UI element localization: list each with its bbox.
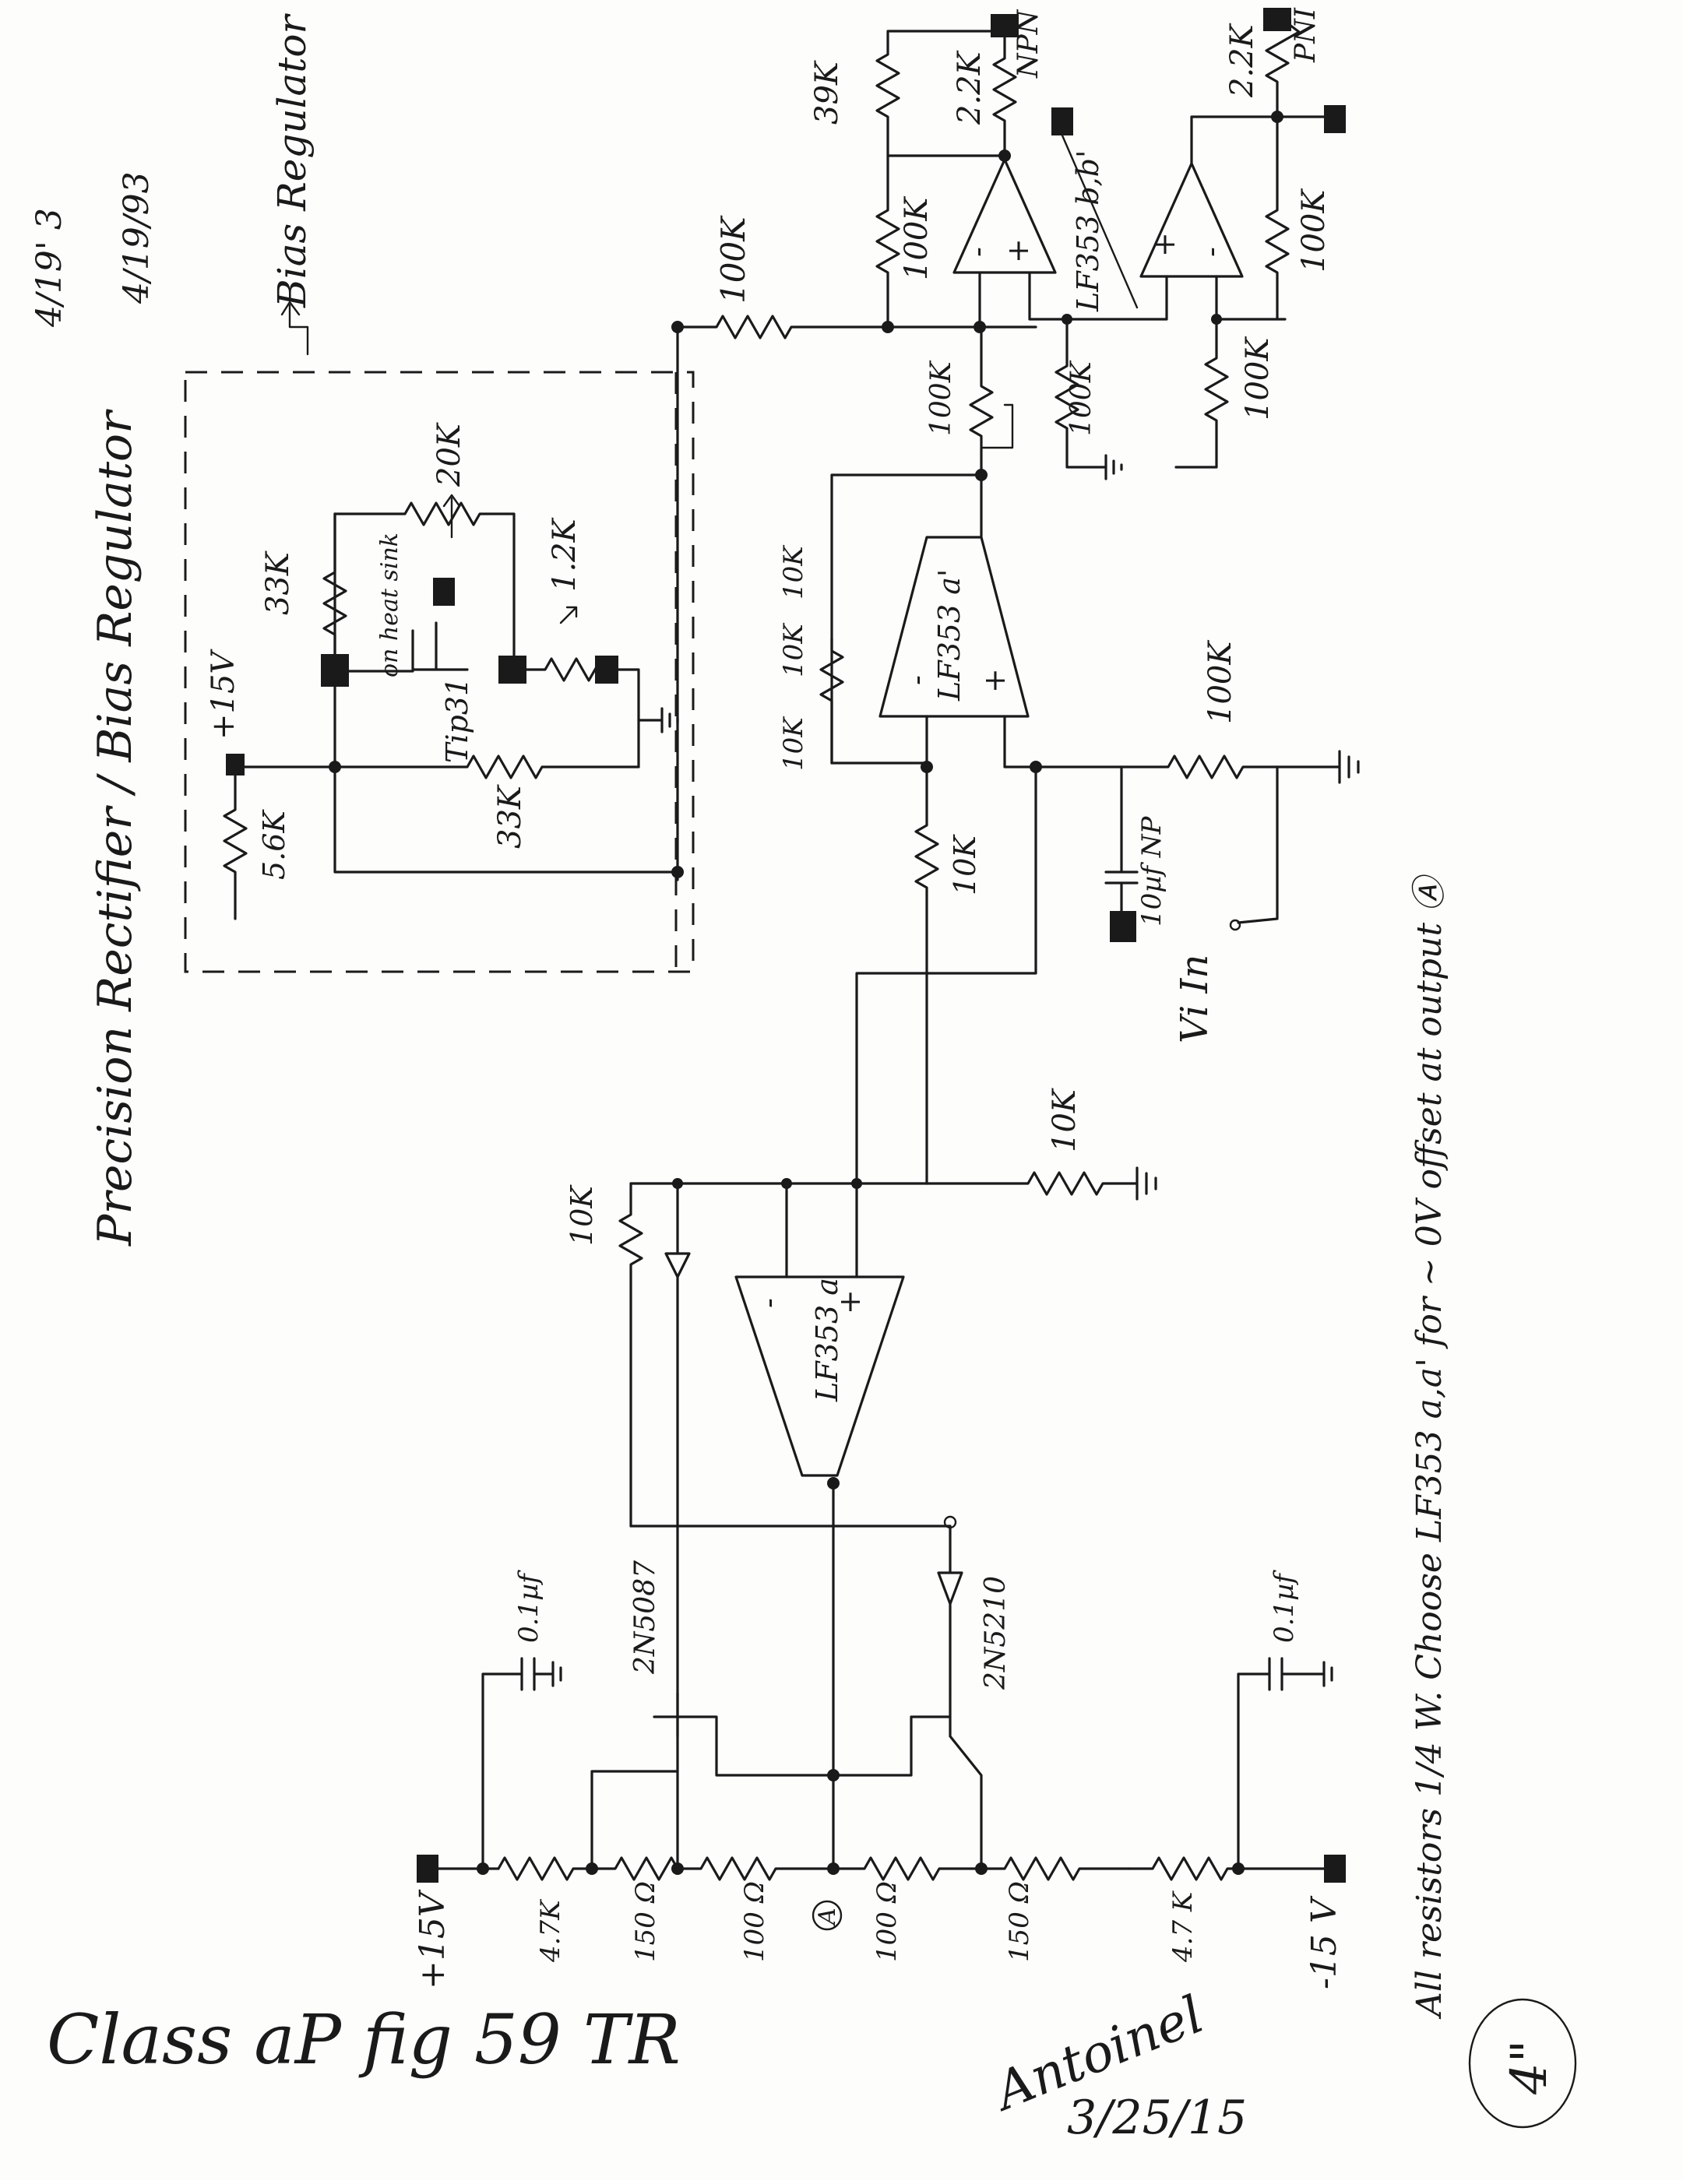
r-100-bot-label: 100 Ω [871,1881,903,1962]
r-150-top-label: 150 Ω [630,1881,661,1962]
r-10k-mid-label: 10K [1047,1088,1083,1152]
page-size-label: 4" [1501,2040,1558,2095]
neg-rail-label: -15 V [1305,1895,1344,1989]
bias-right-terminal[interactable] [595,656,618,684]
opamp-b-prime-plus: + [1147,232,1181,257]
pni-terminal[interactable] [1263,8,1291,31]
r-100k-gnd-a-label: 100K [1065,360,1097,436]
figure-caption: Class aP fig 59 TR [47,1999,681,2080]
npn-label: NPN [1012,9,1044,79]
opamp-a-prime-minus: - [900,675,934,685]
output-rail: 2N5087 2N5210 +15V -15 V 4.7K 150 Ω 100 … [413,1482,1346,1989]
neg-rail-terminal[interactable] [1324,1855,1346,1883]
tip31-label: Tip31 [440,677,474,763]
r-10k-rect-label: 10K [565,1184,599,1246]
opamp-a-triangle [734,1275,905,1477]
r-10k-a-label: 10K [778,622,809,677]
r-10k-b-label: 10K [778,544,809,600]
r-100k-bias-label: 100K [714,215,752,304]
bias-regulator-circuit: +15V 5.6K 33K 20K on heat sink Tip31 1.2… [206,422,684,920]
q-2n5087-label: 2N5087 [629,1560,661,1675]
bias-15v-label: +15V [206,649,241,740]
date-note-second: 4/19/93 [117,171,157,304]
r-33k-b-label: 33K [492,784,528,849]
r-100k-fb-top-label: 100K [899,196,935,280]
pos-rail-terminal[interactable] [417,1855,438,1883]
page-size-circle [1468,1998,1577,2129]
opamp-a-minus: - [752,1298,786,1308]
q-2n5210-label: 2N5210 [980,1576,1012,1690]
output-driver-stage: 100K 100K 39K 2.2K NPN - + LF353 b,b' + … [671,7,1346,881]
r-100k-fb-right-label: 100K [1296,188,1332,273]
npn-terminal[interactable] [991,14,1019,37]
r-100k-in-label: 100K [1202,640,1238,724]
bias-regulator-box [184,371,695,973]
heat-sink-note: on heat sink [376,533,403,677]
opamp-b-prime-triangle [1139,162,1244,278]
r-100k-pot-label: 100K [925,360,957,436]
input-label: Vi In [1173,955,1216,1043]
pni-out-terminal[interactable] [1324,105,1346,133]
callout-arrow [280,301,309,356]
block-title: Precision Rectifier / Bias Regulator [88,409,143,1247]
output-a-label: A [814,1908,841,1927]
bias-regulator-callout: Bias Regulator [269,12,315,308]
date-note-top: 4/19' 3 [30,208,69,328]
opamp-b-plus: + [1001,238,1035,263]
pni-label: PNI [1290,7,1322,63]
r-33k-a-label: 33K [260,550,296,615]
r-2k2-npn-label: 2.2K [952,50,988,125]
opamp-b-minus: - [960,247,995,257]
opamp-a-prime-label: LF353 a' [932,569,966,702]
r-100k-gnd-b-label: 100K [1240,336,1276,420]
r-5k6-label: 5.6K [257,809,291,880]
opamp-b-prime-minus: - [1194,247,1228,257]
c-bot-label: 0.1µf [1269,1570,1300,1643]
opamp-a-label: LF353 a [810,1278,844,1402]
r-4k7-bot-label: 4.7 K [1167,1890,1199,1963]
r-39k-label: 39K [809,60,845,125]
r-10k-in-label: 10K [948,834,982,895]
r-100-top-label: 100 Ω [739,1881,770,1962]
input-terminal[interactable] [1110,911,1136,942]
tip31-heatsink-terminal[interactable] [433,578,455,606]
r-10k-c-label: 10K [778,716,809,771]
output-a-marker [812,1900,843,1931]
r-1k2-label: 1.2K [547,517,583,592]
pos-rail-label: +15V [413,1889,452,1989]
c-top-label: 0.1µf [513,1570,544,1643]
opamp-a-prime-plus: + [977,668,1012,693]
middle-opamp-stage: LF353 a' - + 100K 10K 10K 10K 10K 100K 1… [778,325,1360,1185]
opamp-b-terminal[interactable] [1051,107,1073,135]
r-20k-label: 20K [431,422,467,487]
tip31-collector-terminal[interactable] [321,654,349,687]
r-4k7-top-label: 4.7K [535,1898,566,1963]
footnote: All resistors 1/4 W. Choose LF353 a,a' f… [1410,873,1449,2020]
signature-date: 3/25/15 [1067,2091,1247,2145]
c-in-label: 10µf NP [1136,815,1167,927]
opamp-b-triangle [952,158,1057,274]
r-2k2-pni-label: 2.2K [1224,23,1260,98]
bias-15v-terminal[interactable] [226,754,245,775]
opamp-a-plus: + [833,1289,867,1314]
rectifier-stage: 10K 10K LF353 a - + [565,1088,1157,1695]
r-150-bot-label: 150 Ω [1004,1881,1035,1962]
opamp-pair-label: LF353 b,b' [1071,150,1105,312]
